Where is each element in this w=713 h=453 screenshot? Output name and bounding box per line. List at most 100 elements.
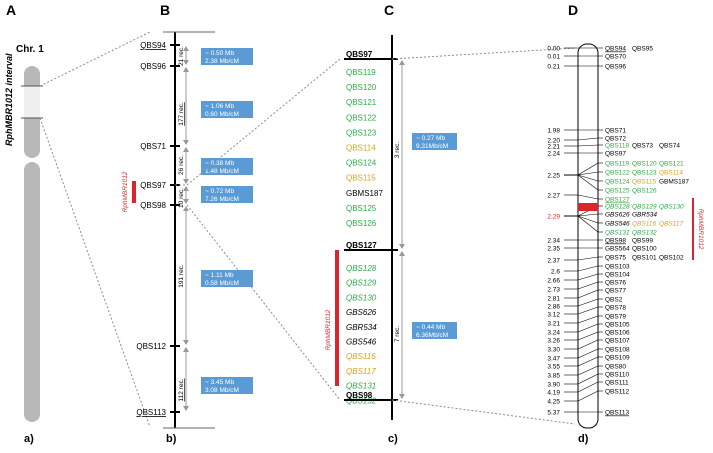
panel-c-interval-box-density: 6.36Mb/cM bbox=[416, 332, 448, 339]
panel-b-marker-label: QBS96 bbox=[140, 62, 166, 71]
panel-caption-c: c) bbox=[388, 433, 398, 445]
panel-c-marker-label: QBS122 bbox=[346, 113, 377, 122]
panel-d-marker-label: QBS119 bbox=[605, 161, 629, 168]
panel-c-rec-arrow-head-top bbox=[399, 251, 405, 256]
panel-d-marker-connector bbox=[577, 265, 599, 272]
panel-d-marker-label: QBS132 bbox=[632, 230, 657, 237]
panel-b-marker-label: QBS97 bbox=[140, 181, 166, 190]
panel-b-interval-box-bg bbox=[201, 377, 253, 394]
panel-d-marker-connector bbox=[577, 215, 599, 224]
panel-d-marker-label: QBS111 bbox=[605, 380, 629, 387]
panel-d-position: 2.86 bbox=[547, 304, 560, 311]
panel-d-marker-label: QBS118 bbox=[605, 143, 629, 150]
panel-b-gene-bar bbox=[132, 181, 136, 203]
panel-d-position: 2.6 bbox=[551, 269, 560, 276]
panel-c-marker-label: QBS119 bbox=[346, 68, 376, 77]
panel-d-marker-connector bbox=[577, 339, 599, 350]
panel-d-marker-label: QBS73 bbox=[632, 143, 653, 150]
zoom-line-b-c-top bbox=[186, 58, 341, 186]
panel-d-marker-connector bbox=[577, 171, 599, 176]
panel-c-marker-label: QBS130 bbox=[346, 293, 377, 302]
panel-d-marker-label: QBS97 bbox=[605, 151, 626, 158]
panel-d-marker-label: GBS546 bbox=[605, 221, 630, 228]
panel-c-marker-label: QBS116 bbox=[346, 352, 376, 361]
panel-d-position: 4.19 bbox=[547, 390, 560, 397]
panel-d-marker-connector bbox=[577, 306, 599, 315]
panel-b-marker-label: QBS71 bbox=[140, 142, 166, 151]
panel-d-marker-connector bbox=[577, 215, 599, 233]
panel-d-chromosome bbox=[577, 43, 599, 429]
panel-d-marker-connector bbox=[577, 348, 599, 359]
panel-d-marker-label: QBS79 bbox=[605, 314, 626, 321]
panel-caption-b: b) bbox=[166, 433, 177, 445]
panel-b-rec-arrow-head-bottom bbox=[183, 340, 189, 345]
panel-d-marker-connector bbox=[577, 323, 599, 333]
panel-d-marker-label: QBS95 bbox=[632, 46, 653, 53]
panel-b-rec-label: 177 rec. bbox=[178, 102, 185, 126]
panel-d-position: 1.98 bbox=[547, 128, 560, 135]
panel-b-interval-box-density: 1.48 Mb/cM bbox=[205, 168, 239, 175]
panel-b-interval-box: ~ 1.06 Mb0.60 Mb/cM bbox=[201, 101, 253, 118]
panel-b-interval-box-size: ~ 1.06 Mb bbox=[205, 103, 234, 110]
panel-d-marker-connector bbox=[577, 390, 599, 402]
panel-d-marker-label: QBS77 bbox=[605, 288, 626, 295]
panel-b-interval-box-size: ~ 1.11 Mb bbox=[205, 272, 234, 279]
chromosome-label: Chr. 1 bbox=[16, 44, 44, 55]
panel-b-interval-box: ~ 3.45 Mb3.08 Mb/cM bbox=[201, 377, 253, 394]
panel-b-interval-box-size: ~ 0.72 Mb bbox=[205, 188, 234, 195]
panel-d-position: 3.21 bbox=[547, 321, 560, 328]
panel-b-rec-label: 112 rec. bbox=[178, 378, 185, 401]
panel-d-marker-label: QBS124 bbox=[605, 179, 630, 186]
panel-d-marker-label: QBS107 bbox=[605, 338, 630, 345]
panel-c-marker-label: QBS131 bbox=[346, 382, 376, 391]
panel-c-marker-label: QBS97 bbox=[346, 50, 373, 59]
panel-d-marker-label: QBS99 bbox=[632, 238, 653, 245]
panel-caption-a: a) bbox=[24, 433, 34, 445]
panel-c-marker-label: QBS127 bbox=[346, 241, 377, 250]
panel-d-marker-label: QBS101 bbox=[632, 255, 657, 262]
panel-d-position: 2.66 bbox=[547, 278, 560, 285]
panel-b-interval-box-density: 2.38 Mb/cM bbox=[205, 58, 239, 65]
panel-b-rec-arrow-head-top bbox=[183, 347, 189, 352]
panel-d-marker-label: QBS122 bbox=[605, 170, 630, 177]
panel-b-marker-label: QBS112 bbox=[136, 342, 166, 351]
panel-d-marker-label: GBS626 bbox=[605, 212, 630, 219]
panel-b-interval-box-bg bbox=[201, 270, 253, 287]
panel-d-position: 5.37 bbox=[547, 410, 560, 417]
panel-d-marker-label: QBS96 bbox=[605, 64, 626, 71]
panel-d-marker-connector bbox=[577, 273, 599, 281]
panel-b-rec-label: 21 rec. bbox=[178, 46, 185, 66]
panel-letter-b: B bbox=[160, 2, 170, 18]
panel-d-marker-label: GBR534 bbox=[632, 212, 657, 219]
panel-c-interval-box: ~ 0.44 Mb6.36Mb/cM bbox=[412, 322, 457, 339]
panel-c-interval-box-size: ~ 0.44 Mb bbox=[416, 324, 445, 331]
panel-d-marker-connector bbox=[577, 365, 599, 376]
panel-c-gene-label: RphMBR1012 bbox=[325, 309, 332, 350]
panel-d-marker-label: QBS102 bbox=[659, 255, 684, 262]
panel-c-rec-arrow-head-bottom bbox=[399, 244, 405, 249]
panel-d-marker-connector bbox=[577, 194, 599, 200]
panel-d-marker-label: QBS108 bbox=[605, 347, 630, 354]
panel-d-position: 0.21 bbox=[547, 64, 560, 71]
panel-c-marker-label: QBS123 bbox=[346, 128, 377, 137]
panel-d-marker-label: QBS103 bbox=[605, 264, 630, 271]
panel-b-rec-arrow-head-bottom bbox=[183, 406, 189, 411]
panel-letter-c: C bbox=[384, 2, 394, 18]
panel-d-marker-label: QBS126 bbox=[632, 188, 657, 195]
panel-b-rec-arrow-head-top bbox=[183, 147, 189, 152]
panel-d-marker-label: QBS74 bbox=[659, 143, 680, 150]
panel-b-rec-arrow-head-top bbox=[183, 46, 189, 51]
panel-c-marker-label: QBS98 bbox=[346, 391, 373, 400]
panel-b-interval-box-bg bbox=[201, 158, 253, 175]
panel-d-marker-label: QBS116 bbox=[632, 221, 656, 228]
panel-d-marker-connector bbox=[577, 137, 599, 141]
panel-d-position: 2.25 bbox=[547, 173, 560, 180]
panel-d-position: 3.26 bbox=[547, 338, 560, 345]
panel-c-marker-label: QBS121 bbox=[346, 98, 377, 107]
panel-d-marker-label: GBMS187 bbox=[659, 179, 689, 186]
panel-d-position: 2.35 bbox=[547, 246, 560, 253]
panel-c-marker-label: QBS114 bbox=[346, 144, 376, 153]
panel-c-rec-arrow-head-bottom bbox=[399, 394, 405, 399]
panel-d-position: 2.29 bbox=[547, 214, 560, 221]
panel-c-marker-label: GBR534 bbox=[346, 323, 377, 332]
